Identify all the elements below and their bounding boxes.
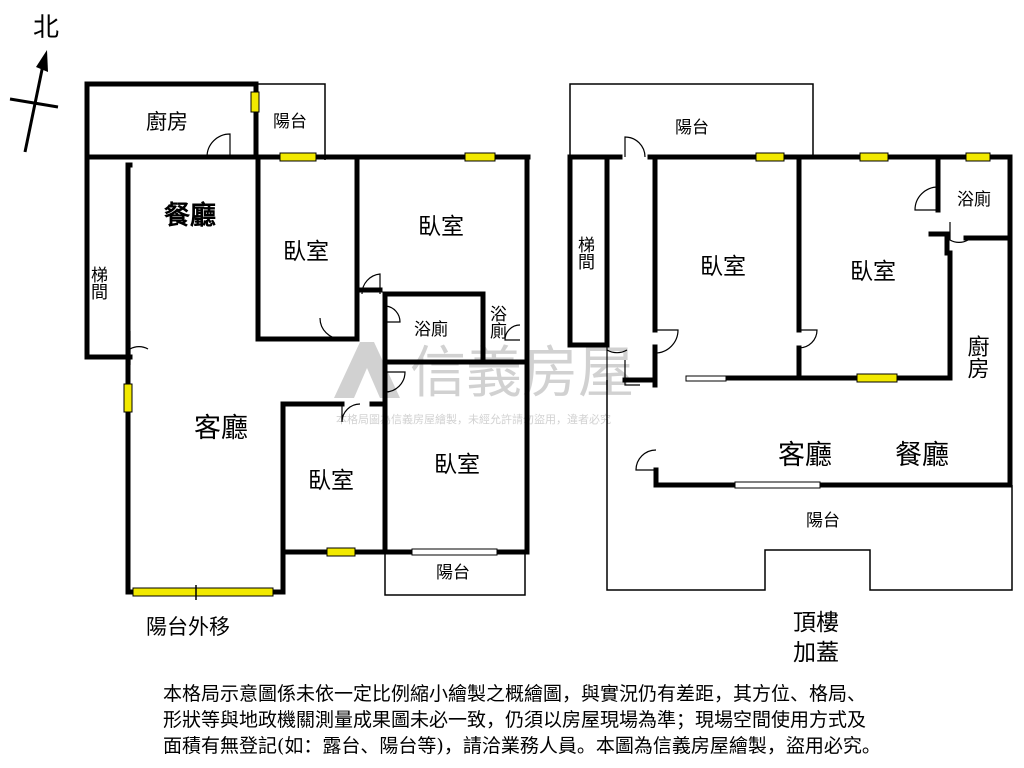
room-label-stairs: 梯間 (87, 266, 108, 301)
room-label-bathroom: 浴廁 (414, 319, 448, 340)
window (464, 152, 496, 162)
room-label-balcony: 陽台 (806, 511, 840, 531)
room-label-bedroom: 臥室 (418, 214, 464, 240)
window (856, 373, 898, 383)
floor2-walls (567, 154, 1013, 488)
floor2-note-line2: 加蓋 (793, 640, 839, 666)
floor1-labels: 廚房 陽台 餐廳 梯間 臥室 臥室 浴廁 浴廁 客廳 臥室 臥室 陽台 陽台外移 (87, 110, 507, 639)
disclaimer-line: 形狀等與地政機關測量成果圖未必一致，仍須以房屋現場為準；現場空間使用方式及 (163, 709, 867, 731)
window (755, 152, 785, 162)
room-label-bathroom: 浴廁 (486, 305, 507, 340)
room-label-bedroom: 臥室 (283, 239, 329, 265)
floor2-note-line1: 頂樓 (793, 610, 839, 636)
floor1-plan: 廚房 陽台 餐廳 梯間 臥室 臥室 浴廁 浴廁 客廳 臥室 臥室 陽台 陽台外移 (84, 81, 531, 639)
watermark-small: 本格局圖為信義房屋繪製，未經允許請勿盜用，違者必究 (336, 412, 611, 426)
room-label-dining: 餐廳 (164, 200, 216, 231)
room-label-balcony: 陽台 (273, 112, 307, 132)
north-label: 北 (33, 13, 59, 43)
room-label-balcony: 陽台 (675, 118, 709, 138)
floor1-balcony-outlines (258, 83, 526, 596)
room-label-bedroom: 臥室 (700, 254, 746, 280)
room-label-bedroom: 臥室 (850, 259, 896, 285)
north-arrow-shaft (23, 59, 46, 153)
watermark-brand: 信義房屋 (410, 341, 634, 406)
window (859, 152, 889, 162)
disclaimer: 本格局示意圖係未依一定比例縮小繪製之概繪圖，與實況仍有差距，其方位、格局、 形狀… (163, 681, 1003, 759)
watermark: 信義房屋 本格局圖為信義房屋繪製，未經允許請勿盜用，違者必究 (334, 341, 634, 426)
floor2-windows (755, 152, 991, 383)
disclaimer-line: 本格局示意圖係未依一定比例縮小繪製之概繪圖，與實況仍有差距，其方位、格局、 (163, 683, 867, 705)
room-label-dining: 餐廳 (895, 440, 949, 471)
floor1-windows (123, 91, 496, 597)
room-label-bedroom: 臥室 (308, 468, 354, 494)
floor1-sliding-doors (195, 548, 498, 600)
floor1-note: 陽台外移 (146, 615, 230, 639)
floor2-balcony-outlines (569, 83, 1013, 591)
floor1-doors (129, 133, 521, 423)
room-label-living: 客廳 (778, 440, 832, 471)
room-label-stairs: 梯間 (574, 236, 595, 271)
window (132, 587, 274, 597)
room-label-bathroom: 浴廁 (957, 189, 991, 210)
window (123, 383, 133, 413)
room-label-balcony: 陽台 (436, 563, 470, 583)
floor2-labels: 陽台 梯間 臥室 臥室 浴廁 廚房 客廳 餐廳 陽台 頂樓 加蓋 (574, 118, 991, 666)
room-label-kitchen: 廚房 (964, 335, 990, 379)
compass-crossbar (9, 97, 59, 109)
room-label-kitchen: 廚房 (146, 110, 188, 134)
floor2-sliding-doors (685, 375, 821, 489)
room-label-living: 客廳 (194, 413, 248, 444)
room-label-bedroom: 臥室 (434, 452, 480, 478)
window (965, 152, 991, 162)
north-arrow-head (36, 50, 48, 72)
window (279, 152, 317, 162)
floor2-plan: 陽台 梯間 臥室 臥室 浴廁 廚房 客廳 餐廳 陽台 頂樓 加蓋 (567, 83, 1013, 666)
watermark-logo-icon (334, 342, 400, 398)
floor2-doors (606, 136, 969, 471)
compass: 北 (9, 13, 59, 153)
disclaimer-line: 面積有無登記(如：露台、陽台等)，請洽業務人員。本圖為信義房屋繪製，盜用必究。 (163, 735, 881, 757)
window (326, 547, 356, 557)
window (250, 91, 260, 113)
